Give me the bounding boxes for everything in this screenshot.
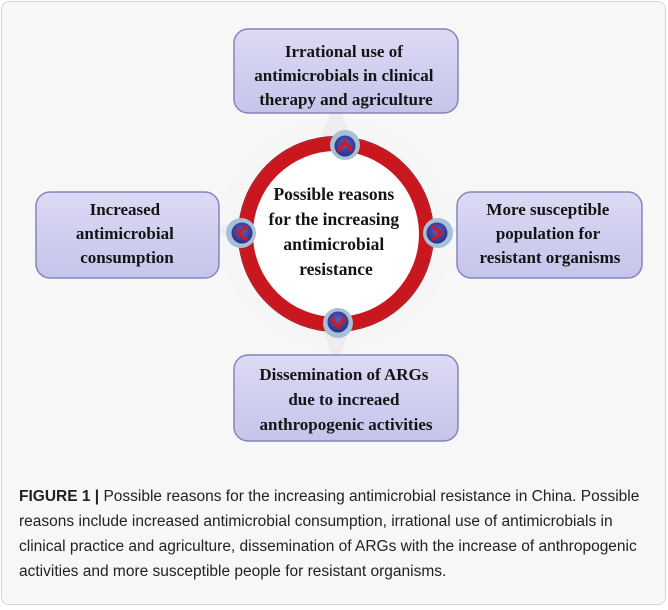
svg-text:More susceptible popul: More susceptible population for resistan… — [480, 200, 621, 267]
left-connector-arrow-icon — [226, 218, 256, 248]
figure-label: FIGURE 1 | — [19, 488, 100, 505]
caption-text: Possible reasons for the increasing anti… — [19, 488, 640, 580]
center-text: Possible reasons for the increasing anti… — [269, 184, 404, 279]
left-reason-box: Increased antimicrobial consumption — [35, 191, 220, 279]
right-reason-box: More susceptible population for resistan… — [456, 191, 643, 279]
bottom-reason-box: Dissemination of ARGs due to increaed an… — [233, 354, 459, 442]
bottom-connector-arrow-icon — [323, 308, 353, 338]
svg-text:Irrational use of anti: Irrational use of antimicrobials in clin… — [254, 42, 437, 109]
figure-caption: FIGURE 1 | Possible reasons for the incr… — [19, 484, 655, 584]
svg-text:Dissemination of ARGs: Dissemination of ARGs due to increaed an… — [259, 365, 433, 434]
top-reason-box: Irrational use of antimicrobials in clin… — [233, 28, 459, 114]
top-connector-arrow-icon — [330, 130, 360, 160]
reasons-diagram: Possible reasons for the increasing anti… — [35, 28, 643, 442]
svg-text:Increased antimicrobia: Increased antimicrobial consumption — [76, 200, 178, 267]
right-connector-arrow-icon — [423, 218, 453, 248]
